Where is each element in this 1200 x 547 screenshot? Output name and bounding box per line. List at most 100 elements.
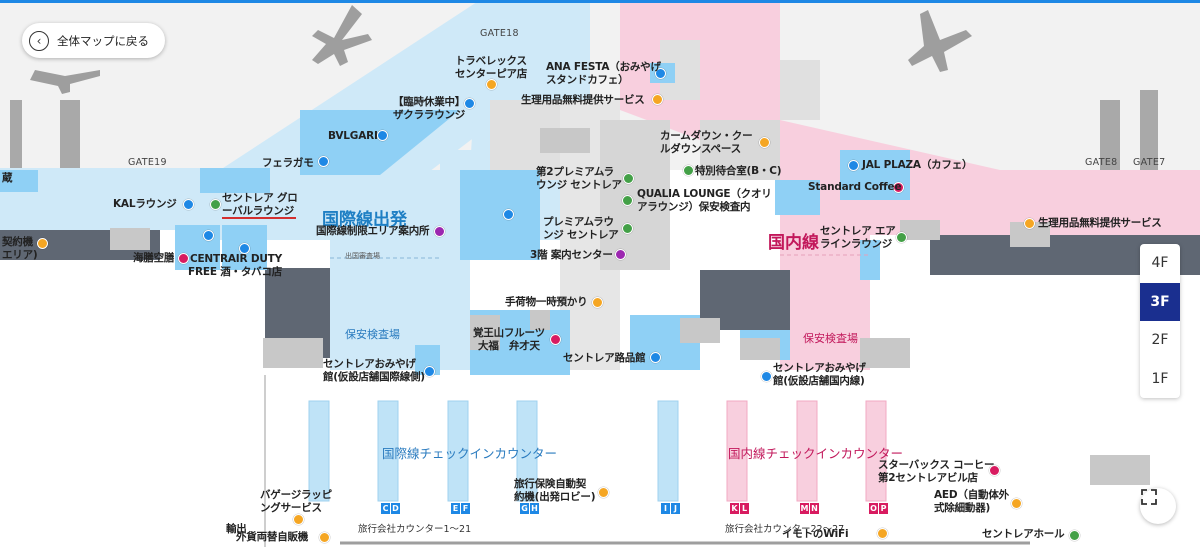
poi-zakura-lounge[interactable]: 【臨時休業中】 ザクララウンジ	[393, 96, 466, 122]
floor-2f-button[interactable]: 2F	[1151, 332, 1169, 349]
qualia-marker[interactable]	[622, 195, 633, 206]
omiyage-intl-marker[interactable]	[424, 366, 435, 377]
counter-k: K	[730, 503, 739, 514]
ferragamo-marker[interactable]	[318, 156, 329, 167]
poi-left-cut-2[interactable]: 契約機 エリア)	[2, 236, 38, 262]
poi-premium-lounge-2[interactable]: 第2プレミアムラ ウンジ セントレア	[536, 166, 622, 192]
jal-marker[interactable]	[848, 160, 859, 171]
global-lounge-marker[interactable]	[210, 199, 221, 210]
poi-special-waiting[interactable]: 特別待合室(B・C)	[695, 165, 782, 177]
intl-info-marker[interactable]	[434, 226, 445, 237]
left-contract-marker[interactable]	[37, 238, 48, 249]
counter-l: L	[740, 503, 749, 514]
insurance-marker[interactable]	[598, 487, 609, 498]
baggage-marker[interactable]	[592, 297, 603, 308]
poi-currency-machine[interactable]: 外貨両替自販機	[236, 531, 309, 543]
gate-7-label: GATE7	[1133, 157, 1166, 168]
poi-baggage-storage[interactable]: 手荷物一時預かり	[505, 296, 588, 308]
duty-free-marker[interactable]	[203, 230, 214, 241]
poi-left-cut-1[interactable]: 蔵	[2, 172, 13, 184]
zone-intl-departure: 国際線出発	[322, 210, 407, 230]
gate-18-label: GATE18	[480, 28, 519, 39]
poi-air-lounge[interactable]: セントレア エア ラインラウンジ	[820, 225, 896, 251]
poi-centrair-hall[interactable]: セントレアホール	[982, 528, 1065, 540]
agency-counter-intl: 旅行会社カウンター1～21	[358, 524, 472, 535]
poi-sanitary-free-2[interactable]: 生理用品無料提供サービス	[1038, 217, 1162, 229]
special-waiting-marker[interactable]	[683, 165, 694, 176]
omiyage-dom-marker[interactable]	[761, 371, 772, 382]
roji-marker[interactable]	[650, 352, 661, 363]
poi-roji-shop[interactable]: セントレア路品館	[563, 352, 646, 364]
floor-selector: 4F 3F 2F 1F	[1140, 244, 1180, 398]
fullscreen-icon	[1141, 489, 1157, 505]
poi-kal-lounge[interactable]: KALラウンジ	[113, 198, 177, 210]
counter-i: I	[661, 503, 670, 514]
duty-free-marker-2[interactable]	[239, 243, 250, 254]
gate-8-label: GATE8	[1085, 157, 1118, 168]
kaisen-marker[interactable]	[178, 253, 189, 264]
poi-left-cut-3[interactable]: 輸出	[226, 523, 247, 535]
air-lounge-marker[interactable]	[896, 232, 907, 243]
poi-info-3f[interactable]: 3階 案内センター	[530, 249, 613, 261]
calm-down-marker[interactable]	[759, 137, 770, 148]
fullscreen-button[interactable]	[1140, 488, 1176, 524]
zakura-marker[interactable]	[464, 98, 475, 109]
floor-4f-button[interactable]: 4F	[1151, 255, 1169, 272]
poi-baggage-wrap[interactable]: バゲージラッピ ングサービス	[260, 489, 332, 515]
poi-kaisen[interactable]: 海膳空膳	[133, 252, 175, 264]
premium-marker[interactable]	[622, 223, 633, 234]
counter-d: D	[391, 503, 400, 514]
counter-o: O	[869, 503, 878, 514]
aed-marker[interactable]	[1011, 498, 1022, 509]
poi-premium-lounge[interactable]: プレミアムラウ ンジ セントレア	[543, 216, 619, 242]
poi-aed[interactable]: AED（自動体外 式除細動器)	[934, 489, 1009, 515]
center-pier-marker[interactable]	[503, 209, 514, 220]
poi-ana-festa[interactable]: ANA FESTA（おみやげ スタンドカフェ）	[546, 61, 661, 87]
poi-centrair-duty-free[interactable]: CENTRAIR DUTY FREE 酒・タバコ店	[188, 253, 283, 279]
poi-insurance-machine[interactable]: 旅行保険自動契 約機(出発ロビー)	[514, 478, 596, 504]
counter-g: G	[520, 503, 529, 514]
poi-wifi[interactable]: イモトのWiFi	[782, 528, 849, 540]
poi-sanitary-free-1[interactable]: 生理用品無料提供サービス	[521, 94, 645, 106]
sanitary-2-marker[interactable]	[1024, 218, 1035, 229]
poi-ferragamo[interactable]: フェラガモ	[262, 157, 314, 169]
baggage-wrap-marker[interactable]	[293, 514, 304, 525]
kakuozan-marker[interactable]	[550, 334, 561, 345]
standard-coffee-marker[interactable]	[893, 182, 904, 193]
poi-bvlgari[interactable]: BVLGARI	[328, 130, 378, 142]
poi-calm-down[interactable]: カームダウン・クー ルダウンスペース	[660, 130, 753, 156]
zone-intl-checkin: 国際線チェックインカウンター	[382, 446, 558, 461]
premium-2-marker[interactable]	[623, 173, 634, 184]
counter-n: N	[810, 503, 819, 514]
sanitary-1-marker[interactable]	[652, 94, 663, 105]
kal-marker[interactable]	[183, 199, 194, 210]
zone-dom-checkin: 国内線チェックインカウンター	[728, 446, 904, 461]
info-3f-marker[interactable]	[615, 249, 626, 260]
gate-19-label: GATE19	[128, 157, 167, 168]
poi-starbucks[interactable]: スターバックス コーヒー 第2セントレアビル店	[878, 459, 995, 485]
airplane-icon	[30, 5, 972, 94]
counter-e: E	[451, 503, 460, 514]
poi-travelex[interactable]: トラベレックス センターピア店	[455, 55, 528, 81]
floor-1f-button[interactable]: 1F	[1151, 370, 1169, 387]
poi-qualia-lounge[interactable]: QUALIA LOUNGE（クオリ アラウンジ）保安検査内	[637, 188, 772, 214]
counter-f: F	[461, 503, 470, 514]
poi-intl-info[interactable]: 国際線制限エリア案内所	[316, 225, 430, 237]
floor-3f-button[interactable]: 3F	[1140, 282, 1180, 321]
poi-omiyage-intl[interactable]: セントレアおみやげ 館(仮設店舗国際線側)	[323, 358, 425, 384]
back-to-overview-button[interactable]: ‹ 全体マップに戻る	[22, 23, 165, 58]
poi-kakuozan[interactable]: 覚王山フルーツ 大福 弁才天	[473, 327, 545, 353]
starbucks-marker[interactable]	[989, 465, 1000, 476]
departure-exam-label: 出国審査場	[345, 252, 380, 260]
wifi-marker[interactable]	[877, 528, 888, 539]
centrair-hall-marker[interactable]	[1069, 530, 1080, 541]
poi-jal-plaza[interactable]: JAL PLAZA（カフェ）	[862, 159, 973, 171]
travelex-marker[interactable]	[486, 79, 497, 90]
poi-omiyage-dom[interactable]: セントレアおみやげ 館(仮設店舗国内線)	[773, 362, 866, 388]
currency-marker[interactable]	[319, 532, 330, 543]
poi-standard-coffee[interactable]: Standard Coffee	[808, 181, 902, 193]
ana-festa-marker[interactable]	[655, 68, 666, 79]
poi-global-lounge[interactable]: セントレア グロ ーバルラウンジ	[222, 192, 298, 218]
bvlgari-marker[interactable]	[377, 130, 388, 141]
